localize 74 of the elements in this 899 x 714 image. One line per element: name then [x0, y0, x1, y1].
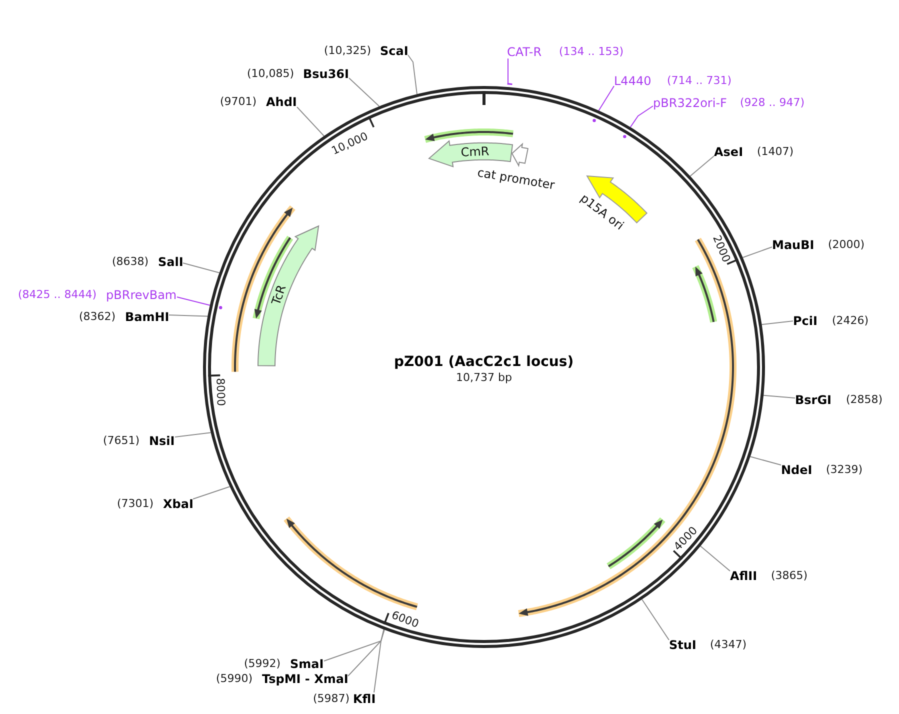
enzyme-name: TspMI - XmaI — [262, 672, 348, 686]
leader-line — [742, 246, 772, 258]
plasmid-name: pZ001 (AacC2c1 locus) — [394, 354, 574, 370]
leader-line — [408, 54, 418, 95]
leader-line — [168, 314, 208, 317]
leader-line — [598, 86, 614, 111]
site-position: (5990) — [216, 673, 253, 686]
enzyme-name: BsrGI — [795, 394, 832, 407]
site-position: (9701) — [220, 96, 257, 108]
site-position: (714 .. 731) — [667, 75, 732, 88]
enzyme-name: Bsu36I — [303, 68, 349, 81]
primer-name: pBRrevBam — [106, 288, 177, 302]
site-position: (134 .. 153) — [559, 46, 624, 58]
site-position: (8425 .. 8444) — [18, 289, 97, 302]
enzyme-name: SmaI — [290, 658, 324, 671]
site-position: (5992) — [244, 658, 281, 670]
site-position: (2426) — [832, 315, 869, 328]
enzyme-name: ScaI — [380, 44, 408, 58]
site-position: (928 .. 947) — [740, 97, 805, 110]
primer-name: pBR322ori-F — [653, 96, 727, 110]
site-position: (4347) — [710, 639, 747, 652]
site-position: (8362) — [79, 311, 116, 324]
leader-line — [176, 296, 210, 306]
enzyme-name: SalI — [158, 256, 184, 269]
enzyme-name: BamHI — [125, 310, 170, 324]
enzyme-name: NdeI — [781, 464, 812, 477]
leader-line — [750, 456, 782, 466]
leader-line — [324, 629, 384, 662]
leader-line — [374, 629, 385, 693]
feature-label: TcR — [269, 282, 290, 306]
leader-line — [192, 486, 230, 500]
site-mark — [507, 83, 513, 86]
site-position: (2000) — [828, 239, 865, 252]
leader-line — [182, 262, 220, 274]
leader-line — [630, 106, 654, 128]
enzyme-name: MauBI — [772, 238, 814, 252]
enzyme-name: KflI — [353, 692, 376, 706]
site-position: (10,325) — [324, 45, 372, 58]
feature-label: CmR — [460, 144, 490, 160]
enzyme-name: NsiI — [149, 434, 175, 448]
plasmid-size: 10,737 bp — [456, 370, 512, 384]
leader-line — [641, 598, 670, 640]
site-position: (10,085) — [247, 68, 294, 80]
gene-arrow — [428, 140, 514, 168]
primer-name: L4440 — [614, 74, 652, 88]
enzyme-name: PciI — [793, 314, 818, 328]
leader-line — [348, 78, 380, 107]
leader-line — [296, 106, 325, 136]
enzyme-name: StuI — [669, 638, 696, 652]
site-position: (7651) — [103, 435, 140, 448]
leader-line — [174, 432, 212, 438]
feature-label: cat promoter — [476, 166, 556, 193]
leader-line — [700, 546, 730, 572]
enzyme-name: AseI — [714, 146, 744, 159]
site-position: (7301) — [117, 498, 154, 510]
scale-label: 2000 — [710, 234, 732, 264]
site-position: (3239) — [826, 464, 863, 476]
leader-line — [761, 320, 794, 325]
leader-line — [763, 394, 796, 398]
primer-name: CAT-R — [507, 46, 542, 59]
gene-arrow — [257, 224, 320, 367]
leader-line — [508, 58, 509, 84]
scale-label: 6000 — [390, 609, 420, 631]
leader-line — [348, 629, 384, 676]
site-position: (1407) — [757, 146, 794, 158]
scale-label: 8000 — [214, 378, 227, 407]
site-position: (2858) — [846, 394, 883, 406]
enzyme-name: XbaI — [163, 498, 194, 511]
site-position: (8638) — [112, 256, 149, 268]
enzyme-name: AflII — [730, 570, 758, 583]
leader-line — [690, 156, 714, 177]
site-position: (5987) — [313, 693, 350, 706]
site-position: (3865) — [771, 570, 808, 582]
enzyme-name: AhdI — [266, 96, 297, 109]
